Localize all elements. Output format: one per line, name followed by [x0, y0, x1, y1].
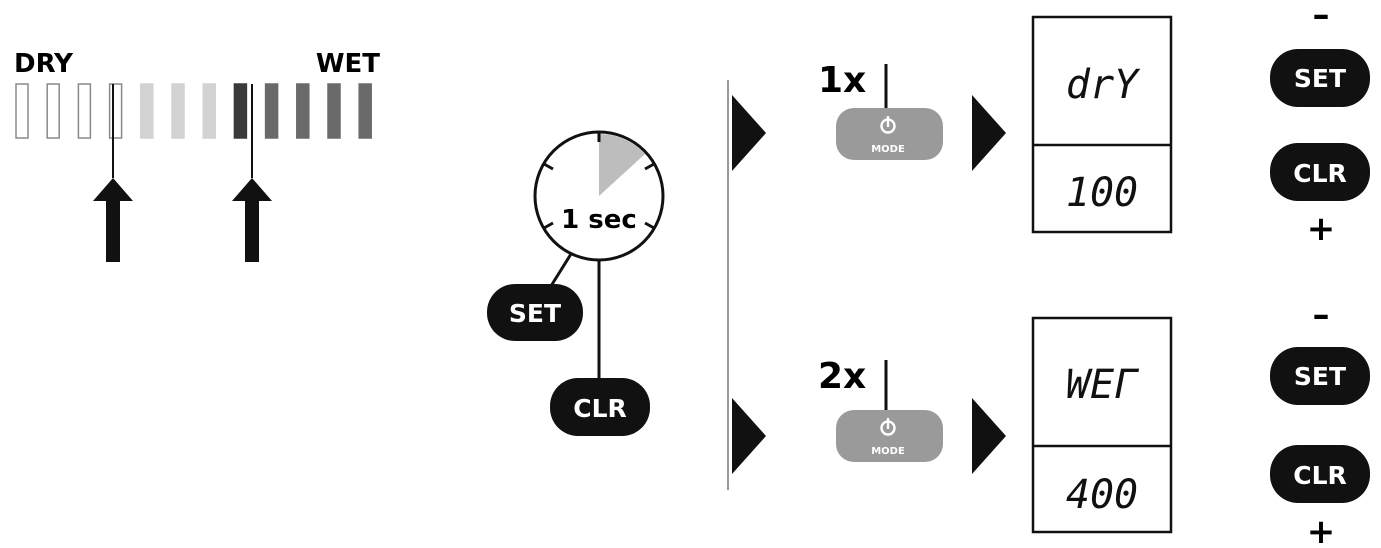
- press-count-label: 2x: [818, 356, 866, 397]
- mode-button[interactable]: MODE: [836, 410, 943, 462]
- scale-segment: [108, 83, 123, 139]
- lcd-value-text: 100: [1066, 170, 1138, 216]
- scale-segment: [171, 83, 185, 139]
- timer-set-button[interactable]: SET: [487, 284, 583, 341]
- branch: [727, 80, 766, 490]
- timer-clr-button-label: CLR: [573, 394, 627, 423]
- lcd-display: drY 100: [1031, 15, 1173, 234]
- timer-set-button-label: SET: [509, 299, 561, 328]
- lcd-value-text: 400: [1066, 472, 1138, 518]
- dry-label: DRY: [14, 49, 74, 79]
- lcd-mode-text: WEГ: [1066, 362, 1140, 408]
- press-count-label: 1x: [818, 60, 866, 101]
- scale-segment: [202, 83, 216, 139]
- scale-segment: [233, 83, 248, 139]
- set-button[interactable]: SET: [1270, 347, 1370, 405]
- scale-segment: [77, 83, 92, 139]
- mode-row-2: 2x MODE WEГ 400 – SET CLR +: [818, 295, 1370, 548]
- dry-wet-scale: DRY WET: [14, 49, 380, 262]
- scale-segment: [46, 83, 60, 139]
- scale-segment: [140, 83, 154, 139]
- mode-row-1: 1x MODE drY 100 – SET CLR +: [818, 0, 1370, 249]
- branch-arrow-top-icon: [732, 95, 766, 171]
- minus-sign: –: [1313, 0, 1330, 35]
- set-button[interactable]: SET: [1270, 49, 1370, 107]
- scale-segment: [327, 83, 341, 139]
- scale-segment: [296, 83, 310, 139]
- scale-segment: [15, 83, 29, 139]
- wet-threshold-arrow-icon: [232, 178, 272, 262]
- lcd-display: WEГ 400: [1031, 316, 1173, 534]
- branch-arrow-bottom-icon: [732, 398, 766, 474]
- set-button-label: SET: [1294, 362, 1346, 391]
- scale-segment: [264, 83, 279, 139]
- plus-sign: +: [1307, 512, 1336, 548]
- scale-segments: [15, 83, 372, 139]
- timer-group: 1 sec SET CLR: [487, 130, 665, 436]
- clr-button-label: CLR: [1293, 461, 1347, 490]
- timer-clr-button[interactable]: CLR: [550, 378, 650, 436]
- set-button-label: SET: [1294, 64, 1346, 93]
- clr-button-label: CLR: [1293, 159, 1347, 188]
- plus-sign: +: [1307, 209, 1336, 249]
- timer-label: 1 sec: [561, 205, 637, 235]
- display-arrow-icon: [972, 398, 1006, 474]
- lcd-mode-text: drY: [1066, 62, 1141, 108]
- mode-button[interactable]: MODE: [836, 108, 943, 160]
- scale-segment: [358, 83, 372, 139]
- dry-threshold-arrow-icon: [93, 178, 133, 262]
- clr-button[interactable]: CLR: [1270, 445, 1370, 503]
- mode-button-caption: MODE: [871, 144, 905, 155]
- display-arrow-icon: [972, 95, 1006, 171]
- timer-wedge: [599, 133, 645, 196]
- minus-sign: –: [1313, 295, 1330, 335]
- clr-button[interactable]: CLR: [1270, 143, 1370, 201]
- mode-button-caption: MODE: [871, 446, 905, 457]
- wet-label: WET: [316, 49, 380, 79]
